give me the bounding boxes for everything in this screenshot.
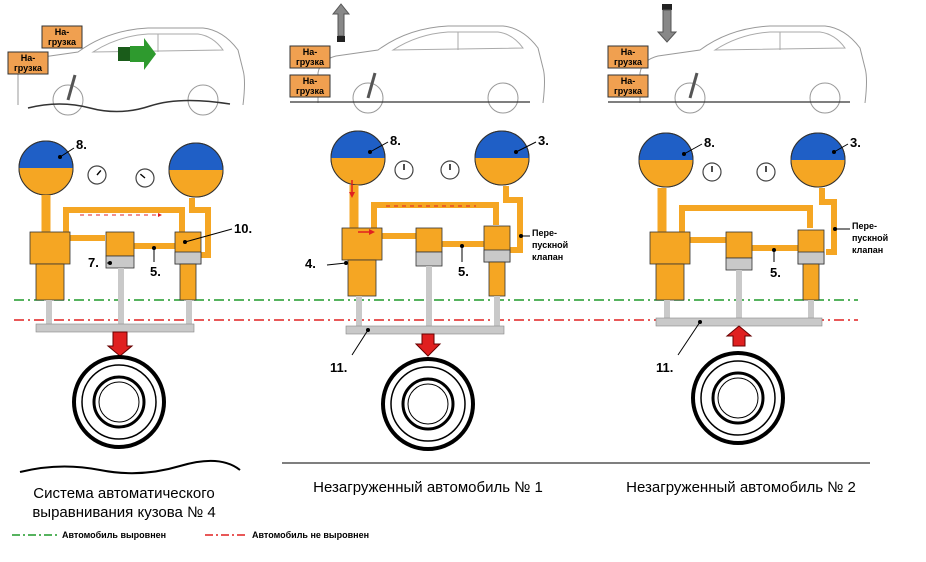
mechanism-2 xyxy=(330,130,530,451)
load-box xyxy=(607,45,649,69)
svg-text:На-: На- xyxy=(621,47,636,57)
svg-text:8.: 8. xyxy=(76,137,87,152)
svg-text:На-: На- xyxy=(621,76,636,86)
svg-text:8.: 8. xyxy=(704,135,715,150)
svg-text:На-: На- xyxy=(55,27,70,37)
svg-text:8.: 8. xyxy=(390,133,401,148)
svg-text:пускной: пускной xyxy=(532,240,568,250)
svg-text:грузка: грузка xyxy=(614,86,643,96)
svg-text:Пере-: Пере- xyxy=(532,228,557,238)
arrow-right-icon xyxy=(118,38,156,70)
svg-text:грузка: грузка xyxy=(48,37,77,47)
car-scene-3: На- грузка На- грузка xyxy=(607,4,868,115)
car-scene-1: На- грузка На- грузка xyxy=(7,25,246,117)
svg-text:3.: 3. xyxy=(538,133,549,148)
svg-text:Пере-: Пере- xyxy=(852,221,877,231)
legend: Автомобиль выровнен Автомобиль не выровн… xyxy=(12,530,369,540)
svg-text:7.: 7. xyxy=(88,255,99,270)
load-box xyxy=(289,45,331,69)
svg-text:На-: На- xyxy=(303,76,318,86)
svg-text:На-: На- xyxy=(21,53,36,63)
svg-text:грузка: грузка xyxy=(614,57,643,67)
load-box xyxy=(289,74,331,98)
svg-text:пускной: пускной xyxy=(852,233,888,243)
caption-panel-1-line-2: выравнивания кузова № 4 xyxy=(32,504,215,521)
mechanism-1 xyxy=(18,140,241,475)
legend-not-level-label: Автомобиль не выровнен xyxy=(252,530,369,540)
svg-text:5.: 5. xyxy=(458,264,469,279)
legend-level-label: Автомобиль выровнен xyxy=(62,530,166,540)
svg-text:клапан: клапан xyxy=(852,245,883,255)
svg-text:грузка: грузка xyxy=(296,57,325,67)
car-scene-2: На- грузка На- грузка xyxy=(289,3,546,115)
svg-text:11.: 11. xyxy=(330,360,347,375)
svg-text:5.: 5. xyxy=(150,264,161,279)
svg-text:3.: 3. xyxy=(850,135,861,150)
arrow-down-icon xyxy=(656,4,678,43)
load-box xyxy=(41,25,83,49)
mechanism-3 xyxy=(638,132,846,445)
svg-text:5.: 5. xyxy=(770,265,781,280)
load-box xyxy=(607,74,649,98)
arrow-up-icon xyxy=(331,3,351,42)
svg-text:грузка: грузка xyxy=(14,63,43,73)
svg-text:4.: 4. xyxy=(305,256,316,271)
svg-text:На-: На- xyxy=(303,47,318,57)
caption-panel-2: Незагруженный автомобиль № 1 xyxy=(313,479,543,496)
caption-panel-3: Незагруженный автомобиль № 2 xyxy=(626,479,856,496)
svg-text:клапан: клапан xyxy=(532,252,563,262)
caption-panel-1: Система автоматического xyxy=(33,485,214,502)
svg-text:10.: 10. xyxy=(234,221,252,236)
callouts: 8. 10. 7. 5. 8. 3. 4. 5. Пере- пускной к… xyxy=(58,133,888,375)
svg-text:грузка: грузка xyxy=(296,86,325,96)
svg-text:11.: 11. xyxy=(656,360,673,375)
load-box xyxy=(7,51,49,75)
